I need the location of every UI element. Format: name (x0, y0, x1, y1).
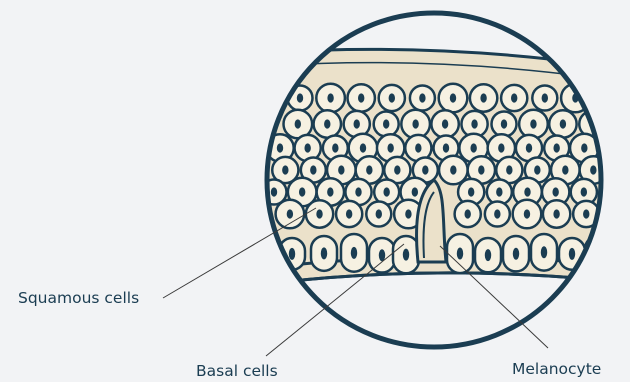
squamous-cell (492, 112, 517, 137)
squamous-cell (532, 86, 557, 111)
basal-cell (311, 236, 337, 271)
basal-cell (503, 236, 529, 271)
squamous-cell (455, 201, 481, 227)
squamous-cell (549, 110, 576, 137)
basal-cells-label: Basal cells (196, 362, 278, 380)
squamous-cell (513, 200, 542, 229)
squamous-cell (470, 84, 497, 111)
squamous-cell (519, 110, 548, 139)
basal-cell (393, 236, 419, 273)
squamous-cell (485, 202, 510, 227)
squamous-cell (543, 200, 570, 227)
squamous-cell (276, 200, 305, 229)
squamous-cell (374, 112, 399, 137)
squamous-cell (410, 86, 435, 111)
squamous-cell (592, 84, 619, 111)
squamous-cell (439, 84, 468, 113)
squamous-cell (431, 110, 458, 137)
squamous-cell (608, 157, 630, 183)
squamous-cell (598, 134, 625, 161)
basal-cell (447, 234, 473, 273)
squamous-cell (314, 110, 341, 137)
basal-cell (341, 234, 367, 272)
basal-cell (531, 234, 557, 271)
squamous-cell (379, 85, 405, 111)
squamous-cell (306, 200, 333, 227)
basal-cell (475, 238, 501, 272)
squamous-cell (366, 202, 391, 227)
melanocyte-label: Melanocyte (512, 360, 601, 378)
squamous-cell (501, 85, 527, 111)
basal-cell (369, 238, 395, 273)
squamous-cell (336, 201, 362, 227)
squamous-cell (348, 84, 375, 111)
squamous-cell (316, 84, 345, 113)
squamous-cell (603, 202, 628, 227)
squamous-cell (609, 112, 630, 137)
squamous-cells-label: Squamous cells (18, 289, 139, 307)
